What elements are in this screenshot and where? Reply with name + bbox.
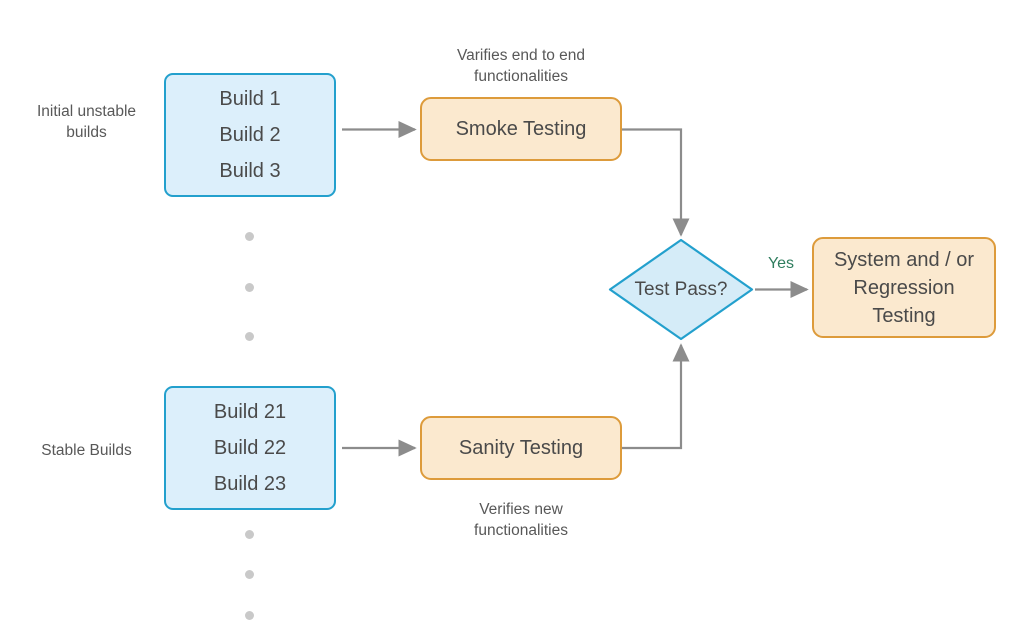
edge-smoke-to-decision <box>622 128 690 237</box>
build-box-stable[interactable]: Build 21 Build 22 Build 23 <box>164 386 336 510</box>
continuation-dot <box>245 283 254 292</box>
build-item: Build 2 <box>219 124 281 146</box>
build-item: Build 1 <box>219 88 281 110</box>
process-box-sanity-testing[interactable]: Sanity Testing <box>420 416 622 480</box>
caption-sanity-testing: Verifies new functionalities <box>474 501 568 539</box>
continuation-dot <box>245 570 254 579</box>
build-box-unstable[interactable]: Build 1 Build 2 Build 3 <box>164 73 336 197</box>
build-item: Build 21 <box>213 401 287 423</box>
continuation-dot <box>245 611 254 620</box>
build-item: Build 23 <box>213 473 287 495</box>
side-label-initial-unstable-builds: Initial unstable builds <box>36 103 137 141</box>
edge-sanity-to-decision <box>622 343 690 450</box>
continuation-dot <box>245 332 254 341</box>
side-label-stable-builds: Stable Builds <box>41 442 132 459</box>
continuation-dot <box>245 232 254 241</box>
build-item: Build 22 <box>213 437 287 459</box>
decision-label-test-pass[interactable]: Test Pass? <box>634 279 728 300</box>
process-box-system-regression-testing[interactable]: System and / or Regression Testing <box>812 237 996 338</box>
edge-label-yes: Yes <box>767 255 795 272</box>
continuation-dot <box>245 530 254 539</box>
build-item: Build 3 <box>219 160 281 182</box>
caption-smoke-testing: Varifies end to end functionalities <box>456 47 586 85</box>
process-box-label: System and / or Regression Testing <box>833 248 975 327</box>
process-box-label: Smoke Testing <box>455 118 587 140</box>
process-box-label: Sanity Testing <box>458 437 584 459</box>
process-box-smoke-testing[interactable]: Smoke Testing <box>420 97 622 161</box>
